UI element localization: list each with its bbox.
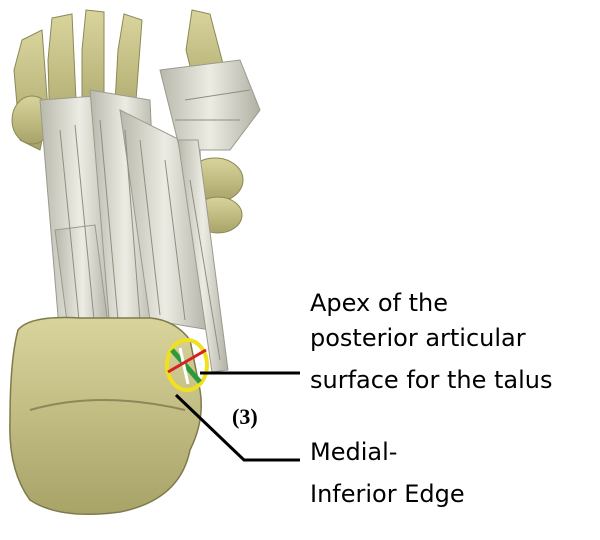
apex-label-main: surface for the [310, 366, 486, 394]
apex-label-tail: talus [494, 366, 553, 394]
figure-marker: (3) [232, 404, 258, 430]
ligament-band-4 [160, 60, 260, 150]
medial-label-line-1: Medial- [310, 436, 397, 468]
apex-label-line-1: Apex of the [310, 287, 448, 319]
apex-label-line-3: surface for the talus [310, 364, 552, 396]
apex-label-line-2: posterior articular [310, 322, 526, 354]
medial-label-line-2: Inferior Edge [310, 478, 465, 510]
